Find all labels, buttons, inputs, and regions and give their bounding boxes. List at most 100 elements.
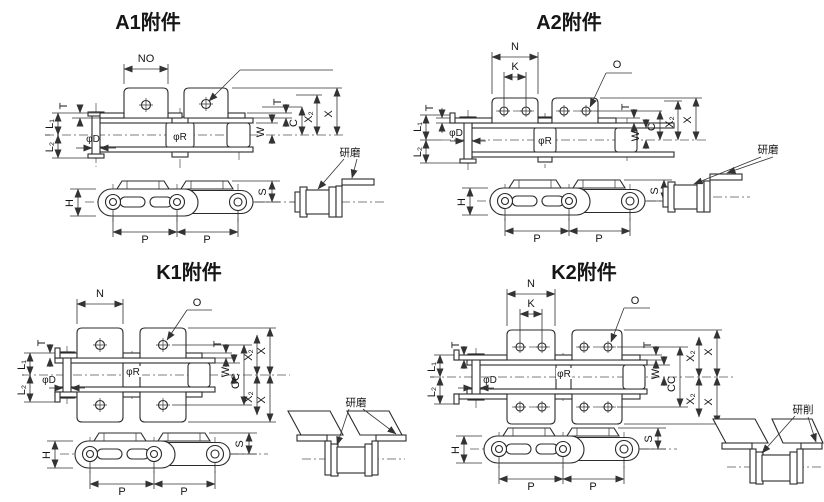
dim-label-T-left: T	[424, 104, 436, 111]
dim-label-T-right: T	[620, 103, 632, 110]
dim-label-H: H	[456, 198, 468, 206]
dim-label-L1: L₁	[412, 122, 424, 132]
dim-label-phiR: φR	[126, 367, 140, 378]
k1-side-view: φR	[22, 327, 290, 423]
a1-side-view: φR	[45, 87, 345, 168]
dim-label-X2-top: X₂	[685, 350, 697, 362]
dim-label-O: O	[193, 297, 202, 309]
dim-label-S: S	[257, 188, 269, 195]
grind-label-k1: 研磨	[346, 397, 367, 409]
dim-label-phiD: φD	[483, 375, 497, 386]
panel-a2: A2附件	[412, 0, 824, 251]
dim-label-phiD: φD	[449, 128, 463, 139]
dim-label-phiR: φR	[173, 132, 187, 143]
dim-label-W: W	[255, 126, 267, 137]
k1-drawing: K1附件	[16, 260, 407, 498]
a2-drawing: A2附件	[412, 10, 779, 245]
dim-label-L2: L₂	[44, 142, 56, 152]
dim-label-P2: P	[595, 233, 602, 245]
panel-title-k1: K1附件	[156, 260, 222, 284]
a1-grind-detail: 研磨	[290, 147, 385, 218]
dim-label-phiR: φR	[557, 369, 571, 380]
dim-label-NO: NO	[138, 53, 155, 65]
dim-label-L1: L₁	[16, 360, 28, 370]
dim-label-X2-bottom: X₂	[685, 393, 697, 405]
dim-label-P1: P	[141, 234, 148, 246]
dim-label-P1: P	[118, 486, 125, 498]
dim-label-X-bottom: X	[256, 396, 268, 404]
dim-label-X: X	[323, 110, 335, 118]
panel-title-k2: K2附件	[551, 260, 617, 284]
dim-label-T-right: T	[642, 341, 654, 348]
dim-label-L2: L₂	[412, 147, 424, 157]
dim-label-X: X	[682, 116, 694, 124]
a1-dimensions: NO T W C X₂ X T	[44, 53, 342, 159]
a2-grind-detail: 研磨	[662, 144, 779, 213]
dim-label-X-bottom: X	[703, 398, 715, 406]
dim-label-P1: P	[527, 481, 534, 493]
dim-label-CC: CC	[666, 376, 678, 392]
dim-label-P2: P	[589, 481, 596, 493]
dim-label-L2: L₂	[16, 385, 28, 395]
dim-label-P2: P	[203, 234, 210, 246]
dim-label-W: W	[650, 368, 662, 379]
grind-label-a2: 研磨	[758, 144, 779, 156]
dim-label-K: K	[527, 298, 535, 310]
grind-label-k2: 研削	[793, 403, 814, 416]
dim-label-C: C	[288, 119, 300, 127]
dim-label-X2: X₂	[664, 116, 676, 128]
k2-drawing: K2附件	[426, 260, 824, 493]
k2-dimensions: N K O T W CC X₂ X₂	[426, 278, 722, 425]
dim-label-P2: P	[180, 486, 187, 498]
dim-label-X2-top: X₂	[243, 349, 255, 361]
dim-label-T-right: T	[272, 98, 284, 105]
panel-a1: A1附件	[0, 0, 412, 251]
dim-label-N: N	[527, 278, 535, 290]
dim-label-C: C	[646, 123, 658, 131]
k2-grind-detail: 研削	[712, 403, 824, 485]
dim-label-S: S	[643, 435, 655, 442]
panel-title-a2: A2附件	[536, 10, 602, 34]
dim-label-T-left: T	[58, 102, 70, 109]
dim-label-X2-bottom: X₂	[243, 391, 255, 403]
dim-label-S: S	[649, 187, 661, 194]
dim-label-H: H	[64, 199, 76, 207]
dim-label-L1: L₁	[44, 119, 56, 129]
k1-plan-view: H S P P	[41, 432, 268, 498]
dim-label-L2: L₂	[426, 387, 438, 397]
dim-label-H: H	[450, 446, 462, 454]
dim-label-N: N	[96, 288, 104, 300]
dim-label-L1: L₁	[426, 362, 438, 372]
dim-label-T-right: T	[212, 340, 224, 347]
grind-label-a1: 研磨	[340, 147, 361, 159]
dim-label-phiR: φR	[538, 136, 552, 147]
dim-label-X-top: X	[703, 348, 715, 356]
k1-grind-detail: 研磨	[287, 397, 407, 477]
dim-label-O: O	[631, 295, 640, 307]
dim-label-X2: X₂	[303, 111, 315, 123]
panel-k2: K2附件	[412, 251, 824, 502]
dim-label-phiD: φD	[86, 134, 100, 145]
k2-plan-view: H S P P	[450, 427, 677, 493]
panel-title-a1: A1附件	[115, 10, 181, 34]
dim-label-P1: P	[533, 233, 540, 245]
dim-label-CC: CC	[230, 373, 242, 389]
a2-dimensions: N K O T W C X₂ X	[412, 41, 702, 164]
dim-label-W: W	[630, 130, 642, 141]
a1-plan-view: H S P P	[64, 180, 300, 246]
panel-k1: K1附件	[0, 251, 412, 502]
dim-label-X-top: X	[256, 347, 268, 355]
dim-label-S: S	[234, 440, 246, 447]
dim-label-T-left: T	[36, 339, 48, 346]
dim-label-W: W	[220, 366, 232, 377]
dim-label-H: H	[41, 451, 53, 459]
k1-dimensions: N O T W CC X₂ X₂ X X	[16, 288, 276, 423]
a2-plan-view: H S P P	[456, 179, 697, 245]
dim-label-K: K	[511, 61, 519, 73]
dim-label-T-left: T	[450, 341, 462, 348]
a1-drawing: A1附件	[44, 10, 385, 246]
a2-side-view: φR	[442, 97, 707, 170]
k2-side-view: φR	[430, 329, 734, 425]
dim-label-O: O	[613, 59, 622, 71]
